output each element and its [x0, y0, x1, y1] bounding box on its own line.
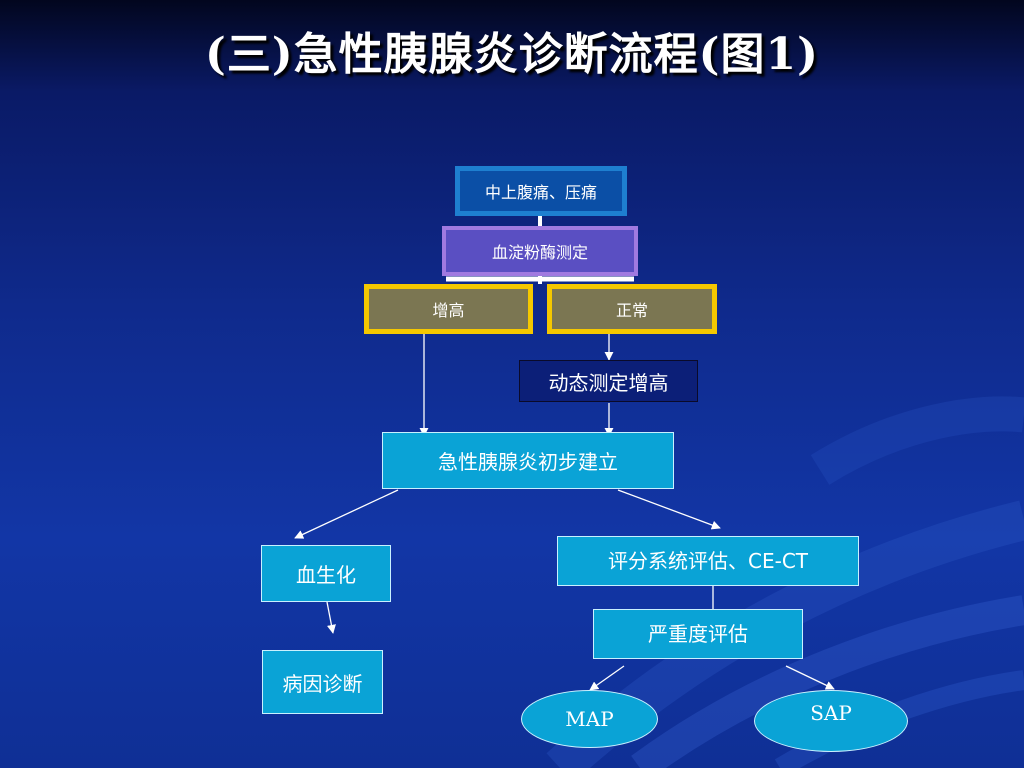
arrow-biochem-etiology [326, 601, 336, 634]
node-map: MAP [521, 690, 658, 748]
node-etiology-label: 病因诊断 [282, 671, 363, 696]
node-elevated: 增高 [364, 284, 533, 334]
arrow-preliminary-biochem [294, 489, 399, 539]
node-sap: SAP [754, 690, 908, 752]
node-scoring-label: 评分系统评估、CE-CT [608, 549, 808, 573]
arrow-severity-map [589, 665, 625, 691]
node-sap-label: SAP [810, 701, 852, 725]
node-symptom: 中上腹痛、压痛 [455, 166, 627, 216]
node-severity: 严重度评估 [593, 609, 803, 659]
node-etiology: 病因诊断 [262, 650, 383, 714]
node-preliminary-label: 急性胰腺炎初步建立 [438, 450, 618, 474]
arrow-severity-sap [785, 665, 835, 690]
node-elevated-label: 增高 [432, 301, 465, 320]
node-map-label: MAP [565, 707, 614, 731]
node-preliminary: 急性胰腺炎初步建立 [382, 432, 674, 489]
node-severity-label: 严重度评估 [648, 622, 748, 646]
node-dynamic-label: 动态测定增高 [548, 370, 669, 395]
node-amylase: 血淀粉酶测定 [442, 226, 638, 276]
node-scoring: 评分系统评估、CE-CT [557, 536, 859, 586]
arrow-preliminary-scoring [617, 489, 721, 530]
page-title: (三)急性胰腺炎诊断流程(图1) [205, 29, 819, 80]
node-normal-label: 正常 [615, 301, 648, 320]
node-biochem-label: 血生化 [296, 563, 356, 587]
node-normal: 正常 [547, 284, 717, 334]
node-amylase-label: 血淀粉酶测定 [491, 243, 588, 262]
node-dynamic: 动态测定增高 [519, 360, 698, 402]
node-biochem: 血生化 [261, 545, 391, 602]
node-symptom-label: 中上腹痛、压痛 [484, 183, 597, 202]
